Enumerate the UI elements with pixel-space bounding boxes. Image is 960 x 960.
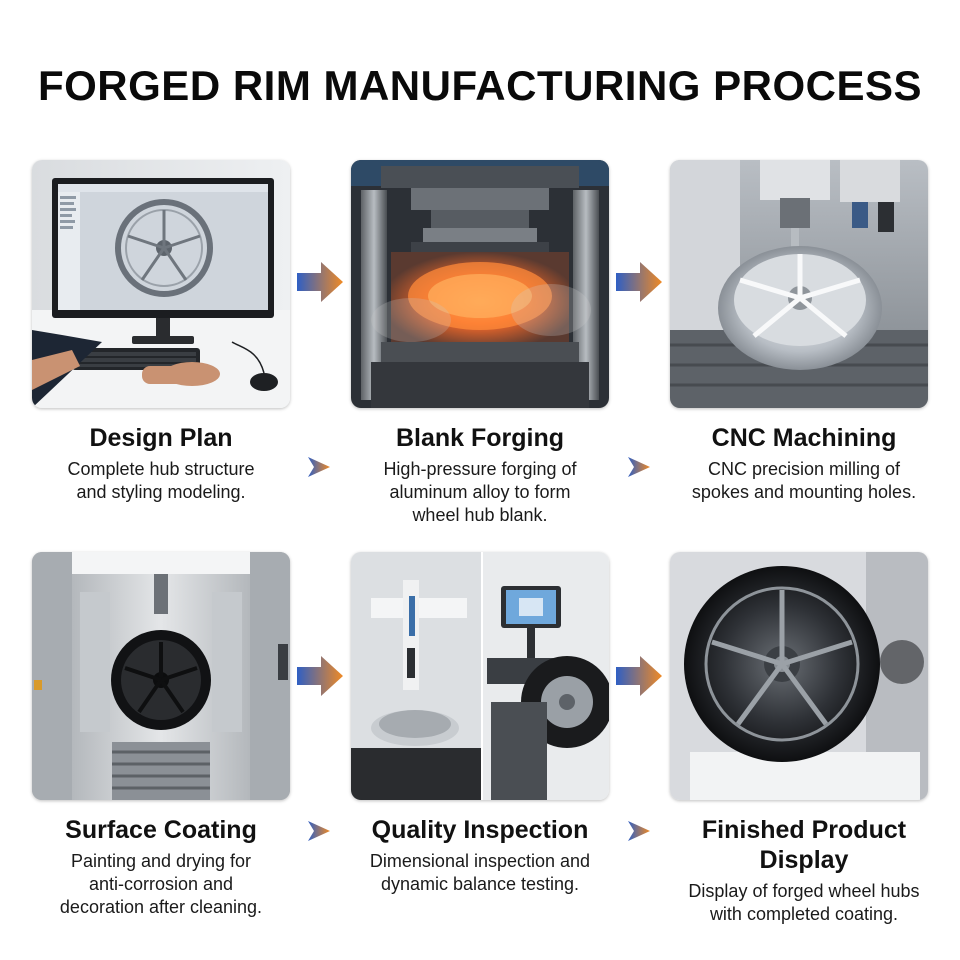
desc-line: and styling modeling.: [76, 482, 246, 502]
desc-line: Dimensional inspection and: [369, 851, 591, 871]
desc-line: Display of forged wheel hubs: [688, 881, 920, 901]
step-desc-finished-product: Display of forged wheel hubs with comple…: [654, 880, 954, 926]
arrow-right-icon: [297, 262, 343, 302]
finished-wheel-image: [670, 552, 928, 800]
arrow-right-icon: [616, 262, 662, 302]
step-title-surface-coating: Surface Coating: [65, 816, 257, 844]
desc-line: wheel hub blank.: [412, 505, 548, 525]
chevron-right-icon: [628, 457, 650, 477]
forging-press-image: [351, 160, 609, 408]
desc-line: Complete hub structure: [67, 459, 255, 479]
title-line: Display: [759, 846, 849, 874]
step-title-quality-inspection: Quality Inspection: [371, 816, 589, 844]
step-desc-blank-forging: High-pressure forging of aluminum alloy …: [330, 458, 630, 527]
step-title-finished-product: Finished Product Display: [654, 815, 954, 875]
desc-line: Painting and drying for: [70, 851, 252, 871]
arrow-right-icon: [616, 656, 662, 696]
step-desc-design-plan: Complete hub structure and styling model…: [11, 458, 311, 504]
page-title: FORGED RIM MANUFACTURING PROCESS: [37, 62, 922, 109]
arrow-right-icon: [297, 656, 343, 696]
step-title-cnc-machining: CNC Machining: [711, 424, 897, 452]
paint-booth-image: [32, 552, 290, 800]
step-desc-surface-coating: Painting and drying for anti-corrosion a…: [11, 850, 311, 919]
step-desc-cnc-machining: CNC precision milling of spokes and moun…: [654, 458, 954, 504]
cad-workstation-image: [32, 160, 290, 408]
chevron-right-icon: [628, 821, 650, 841]
title-line: Finished Product: [701, 816, 907, 844]
desc-line: decoration after cleaning.: [59, 897, 263, 917]
step-desc-quality-inspection: Dimensional inspection and dynamic balan…: [330, 850, 630, 896]
step-title-design-plan: Design Plan: [89, 424, 233, 452]
desc-line: anti-corrosion and: [88, 874, 234, 894]
desc-line: aluminum alloy to form: [389, 482, 571, 502]
desc-line: CNC precision milling of: [707, 459, 901, 479]
step-title-blank-forging: Blank Forging: [395, 424, 565, 452]
desc-line: with completed coating.: [709, 904, 899, 924]
cnc-mill-image: [670, 160, 928, 408]
desc-line: High-pressure forging of: [383, 459, 577, 479]
desc-line: dynamic balance testing.: [380, 874, 580, 894]
desc-line: spokes and mounting holes.: [691, 482, 917, 502]
chevron-right-icon: [308, 821, 330, 841]
chevron-right-icon: [308, 457, 330, 477]
inspection-image: [351, 552, 609, 800]
